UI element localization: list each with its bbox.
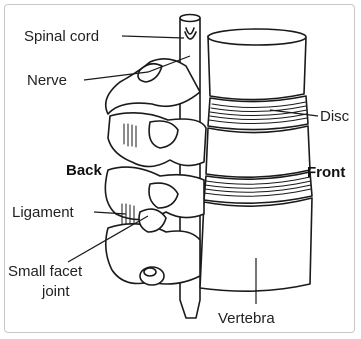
leader-spinal-cord xyxy=(122,36,184,38)
label-disc: Disc xyxy=(320,108,350,125)
small-facet-joint xyxy=(139,209,166,232)
label-small-facet-joint-line1: Small facet xyxy=(8,263,83,280)
label-vertebra: Vertebra xyxy=(218,310,275,327)
vertebra-body-middle xyxy=(206,126,310,177)
label-ligament: Ligament xyxy=(12,204,75,221)
label-spinal-cord: Spinal cord xyxy=(24,28,99,45)
label-back: Back xyxy=(66,162,103,179)
label-nerve: Nerve xyxy=(27,72,67,89)
label-small-facet-joint-line2: joint xyxy=(41,283,70,300)
label-front: Front xyxy=(307,164,345,181)
